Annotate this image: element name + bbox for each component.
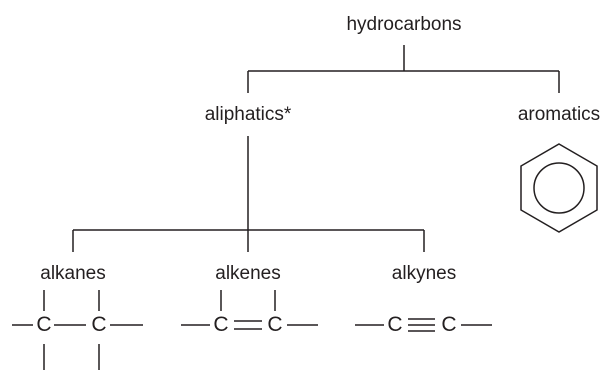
- benzene-ring-icon: [520, 143, 598, 233]
- alkyne-carbon-1: C: [387, 313, 403, 336]
- aliphatics-label: aliphatics*: [204, 104, 292, 125]
- alkane-carbon-1: C: [36, 313, 52, 336]
- hydrocarbons-label: hydrocarbons: [346, 14, 462, 35]
- alkanes-label: alkanes: [40, 263, 106, 284]
- benzene-aromatic-circle: [533, 162, 585, 214]
- alkenes-label: alkenes: [215, 263, 281, 284]
- alkyne-structure: [355, 318, 492, 332]
- alkene-structure: [181, 290, 318, 330]
- alkene-carbon-1: C: [213, 313, 229, 336]
- tree-connectors: [72, 45, 560, 252]
- alkene-carbon-2: C: [267, 313, 283, 336]
- alkynes-label: alkynes: [391, 263, 457, 284]
- alkyne-carbon-2: C: [441, 313, 457, 336]
- alkane-carbon-2: C: [91, 313, 107, 336]
- aromatics-label: aromatics: [517, 104, 601, 125]
- alkane-structure: [12, 290, 143, 370]
- benzene-hexagon: [520, 143, 598, 233]
